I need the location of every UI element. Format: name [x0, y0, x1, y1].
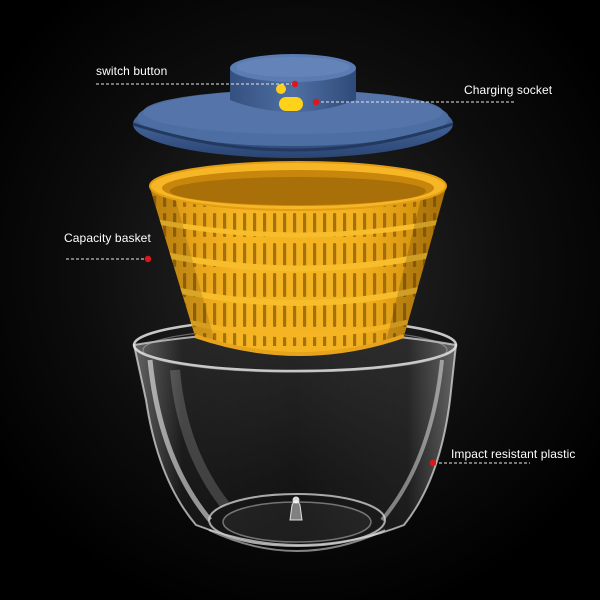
charging-socket-graphic	[279, 97, 303, 111]
capacity-marker	[144, 255, 152, 263]
switch-button-label: switch button	[96, 64, 168, 78]
lid-knob	[230, 54, 356, 112]
capacity-basket	[149, 161, 447, 356]
clear-bowl	[132, 317, 458, 552]
charging-marker	[312, 98, 320, 106]
impact-resistant-label: Impact resistant plastic	[451, 447, 576, 461]
capacity-basket-label: Capacity basket	[64, 231, 151, 245]
callout-leaders	[66, 83, 530, 464]
switch-button-graphic	[276, 84, 286, 94]
callout-markers	[144, 80, 437, 467]
charging-socket-label: Charging socket	[464, 83, 553, 97]
impact-marker	[429, 459, 437, 467]
bowl-spindle	[289, 496, 303, 521]
blue-lid	[132, 54, 454, 158]
switch-marker	[291, 80, 299, 88]
